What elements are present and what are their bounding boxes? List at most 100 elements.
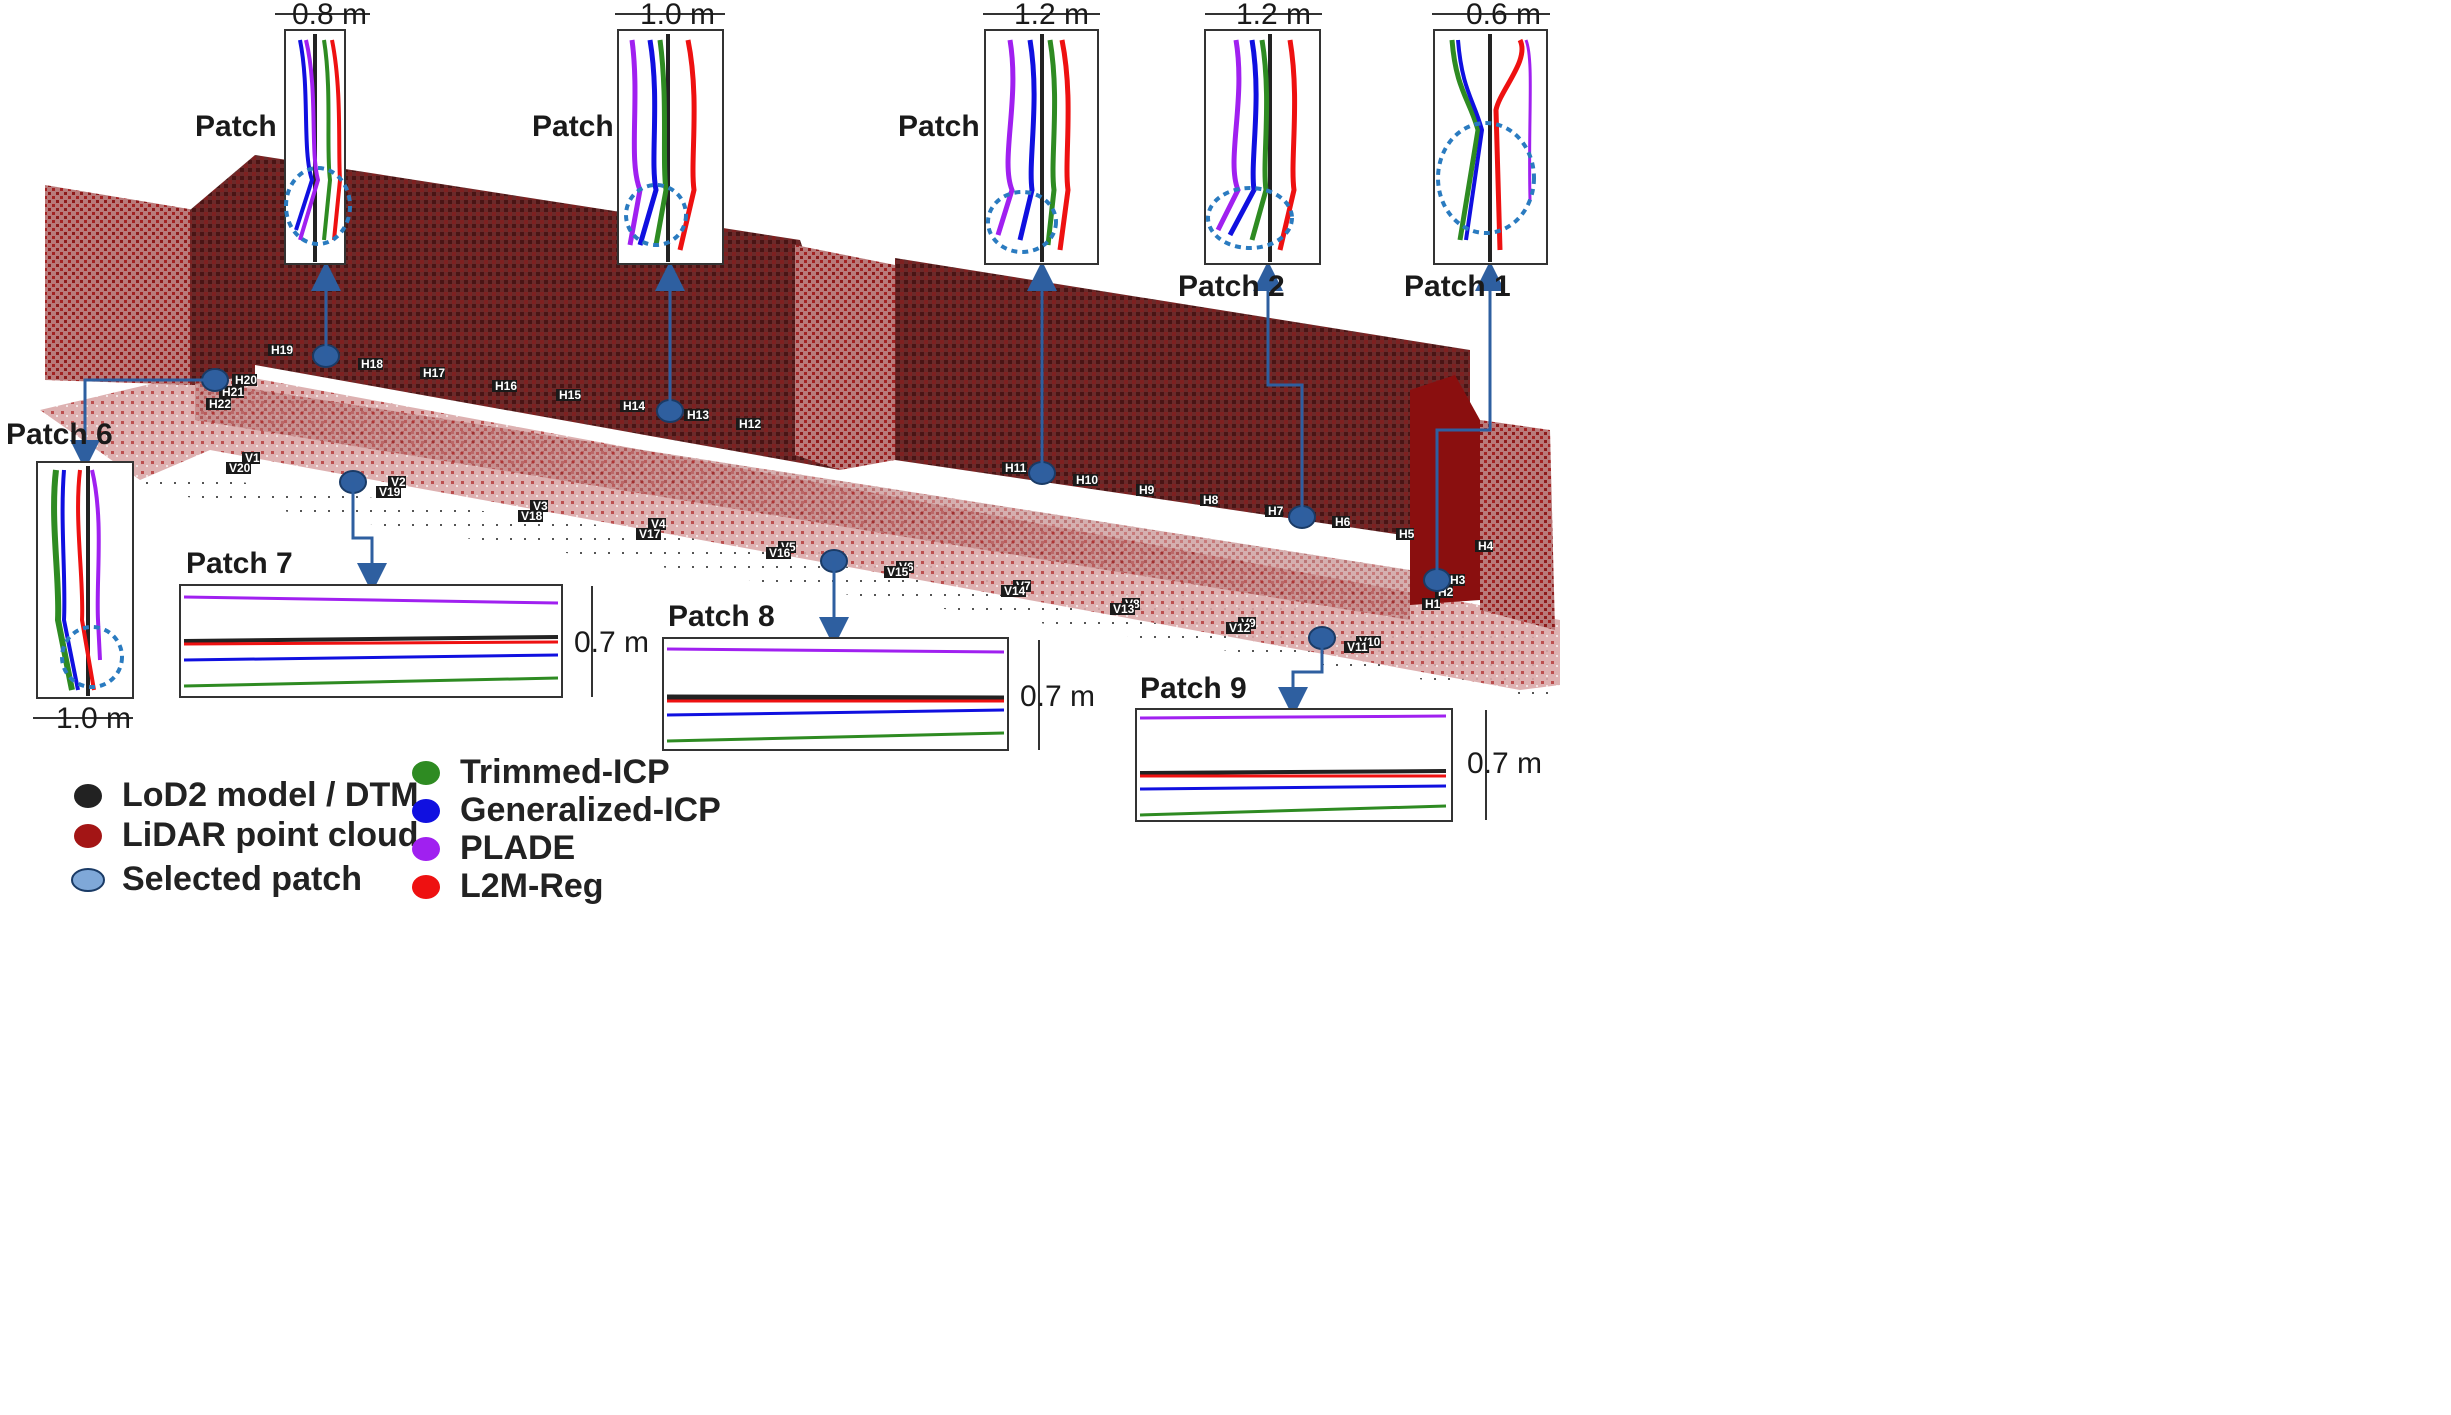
svg-text:V16: V16 (769, 546, 791, 560)
svg-text:H11: H11 (1005, 461, 1027, 475)
svg-text:H4: H4 (1478, 539, 1494, 553)
lod2-line (183, 635, 559, 643)
tag-h21: H21 (219, 385, 244, 399)
patch-inset-2: Patch 2 1.2 m (1178, 0, 1322, 303)
patch-inset-7: Patch 7 0.7 m (179, 547, 649, 698)
trimmed-icp-line (1139, 804, 1447, 817)
l2m-reg-curve (76, 469, 96, 691)
front-wall-left (195, 380, 1410, 620)
trimmed-icp-curve (322, 39, 333, 241)
generalized-icp-curve (294, 39, 315, 231)
svg-text:V15: V15 (887, 565, 909, 579)
legend: LoD2 model / DTM LiDAR point cloud Selec… (71, 753, 721, 905)
svg-text:V4: V4 (651, 517, 666, 531)
svg-text:H18: H18 (361, 357, 383, 371)
dim-label-6: 1.0 m (56, 702, 131, 735)
patch-inset-3: Patch 3 1.2 m (898, 0, 1100, 265)
generalized-icp-line (183, 653, 559, 662)
tag-v4: V4 (648, 517, 666, 531)
svg-text:H9: H9 (1139, 483, 1155, 497)
tag-v12: V12 (1226, 621, 1251, 635)
gate-building (795, 245, 895, 470)
svg-text:H13: H13 (687, 408, 709, 422)
tag-v16: V16 (766, 546, 791, 560)
patch-inset-5: Patch 5 0.8 m (195, 0, 370, 265)
legend-item-lidar: LiDAR point cloud (74, 816, 419, 854)
patch-title-5: Patch 5 (195, 110, 302, 143)
dim-label-5: 0.8 m (292, 0, 367, 31)
svg-text:Selected patch: Selected patch (122, 860, 362, 898)
tag-v1: V1 (242, 451, 260, 465)
plade-curve (995, 39, 1016, 236)
tag-v3: V3 (530, 499, 548, 513)
tag-h3: H3 (1447, 573, 1466, 587)
patch-inset-9: Patch 9 0.7 m (1135, 672, 1542, 822)
tag-h13: H13 (684, 408, 709, 422)
tag-h18: H18 (358, 357, 383, 371)
svg-text:H17: H17 (423, 366, 445, 380)
legend-item-plade: PLADE (412, 829, 575, 867)
svg-text:V20: V20 (229, 461, 251, 475)
connector-patch-6 (70, 378, 215, 470)
l2m-reg-curve (1277, 39, 1298, 251)
patch-title-2: Patch 2 (1178, 270, 1285, 303)
legend-item-trimmed-icp: Trimmed-ICP (412, 753, 670, 791)
generalized-icp-curve (637, 39, 659, 246)
dim-label-7: 0.7 m (574, 626, 649, 659)
highlight-ellipse (1206, 186, 1294, 250)
ground-grid-strip (140, 470, 1560, 700)
l2m-reg-curve (1057, 39, 1071, 251)
patch-title-6: Patch 6 (6, 418, 113, 451)
tag-h14: H14 (620, 399, 645, 413)
tag-v19: V19 (376, 485, 401, 499)
patch-inset-1: Patch 1 0.6 m (1404, 0, 1550, 303)
dim-label-8: 0.7 m (1020, 680, 1095, 713)
l2m-reg-line (183, 640, 559, 646)
plade-curve (1524, 39, 1532, 201)
plade-line (183, 595, 559, 605)
lod2-line (1139, 769, 1447, 775)
plade-line (1139, 714, 1447, 720)
generalized-icp-line (666, 708, 1005, 717)
tag-h20: H20 (232, 373, 257, 387)
svg-text:V2: V2 (391, 475, 406, 489)
tag-h17: H17 (420, 366, 445, 380)
generalized-icp-line (1139, 784, 1447, 791)
trimmed-icp-line (666, 731, 1005, 743)
svg-text:V17: V17 (639, 527, 661, 541)
legend-item-l2m-reg: L2M-Reg (412, 867, 604, 905)
l2m-reg-curve (677, 39, 697, 251)
legend-item-generalized-icp: Generalized-ICP (412, 791, 721, 829)
tag-h4: H4 (1475, 539, 1494, 553)
svg-text:H6: H6 (1335, 515, 1351, 529)
highlight-ellipse (60, 625, 124, 689)
generalized-icp-curve (1017, 39, 1037, 241)
svg-text:V11: V11 (1347, 640, 1368, 654)
trimmed-icp-curve (1045, 39, 1058, 246)
inset-frame-9 (1135, 708, 1453, 822)
svg-text:PLADE: PLADE (460, 829, 575, 867)
svg-text:H5: H5 (1399, 527, 1415, 541)
connector-patch-9 (1278, 638, 1324, 717)
svg-text:H3: H3 (1450, 573, 1466, 587)
east-tower (1410, 375, 1480, 605)
dim-label-2: 1.2 m (1236, 0, 1311, 31)
generalized-icp-curve (60, 469, 80, 691)
highlight-ellipse (624, 183, 688, 247)
svg-text:V12: V12 (1229, 621, 1251, 635)
east-facade (1480, 420, 1555, 630)
tag-v14: V14 (1001, 584, 1026, 598)
svg-text:V3: V3 (533, 499, 548, 513)
svg-text:H10: H10 (1076, 473, 1098, 487)
patch-title-7: Patch 7 (186, 547, 293, 580)
plade-line (666, 647, 1005, 654)
tag-h1: H1 (1422, 597, 1441, 611)
svg-text:H15: H15 (559, 388, 581, 402)
plade-curve (90, 469, 102, 661)
highlight-ellipse (986, 190, 1058, 254)
tag-h6: H6 (1332, 515, 1351, 529)
tag-h19: H19 (268, 343, 293, 357)
tag-v11: V11 (1344, 640, 1369, 654)
tag-v17: V17 (636, 527, 661, 541)
svg-text:H7: H7 (1268, 504, 1284, 518)
